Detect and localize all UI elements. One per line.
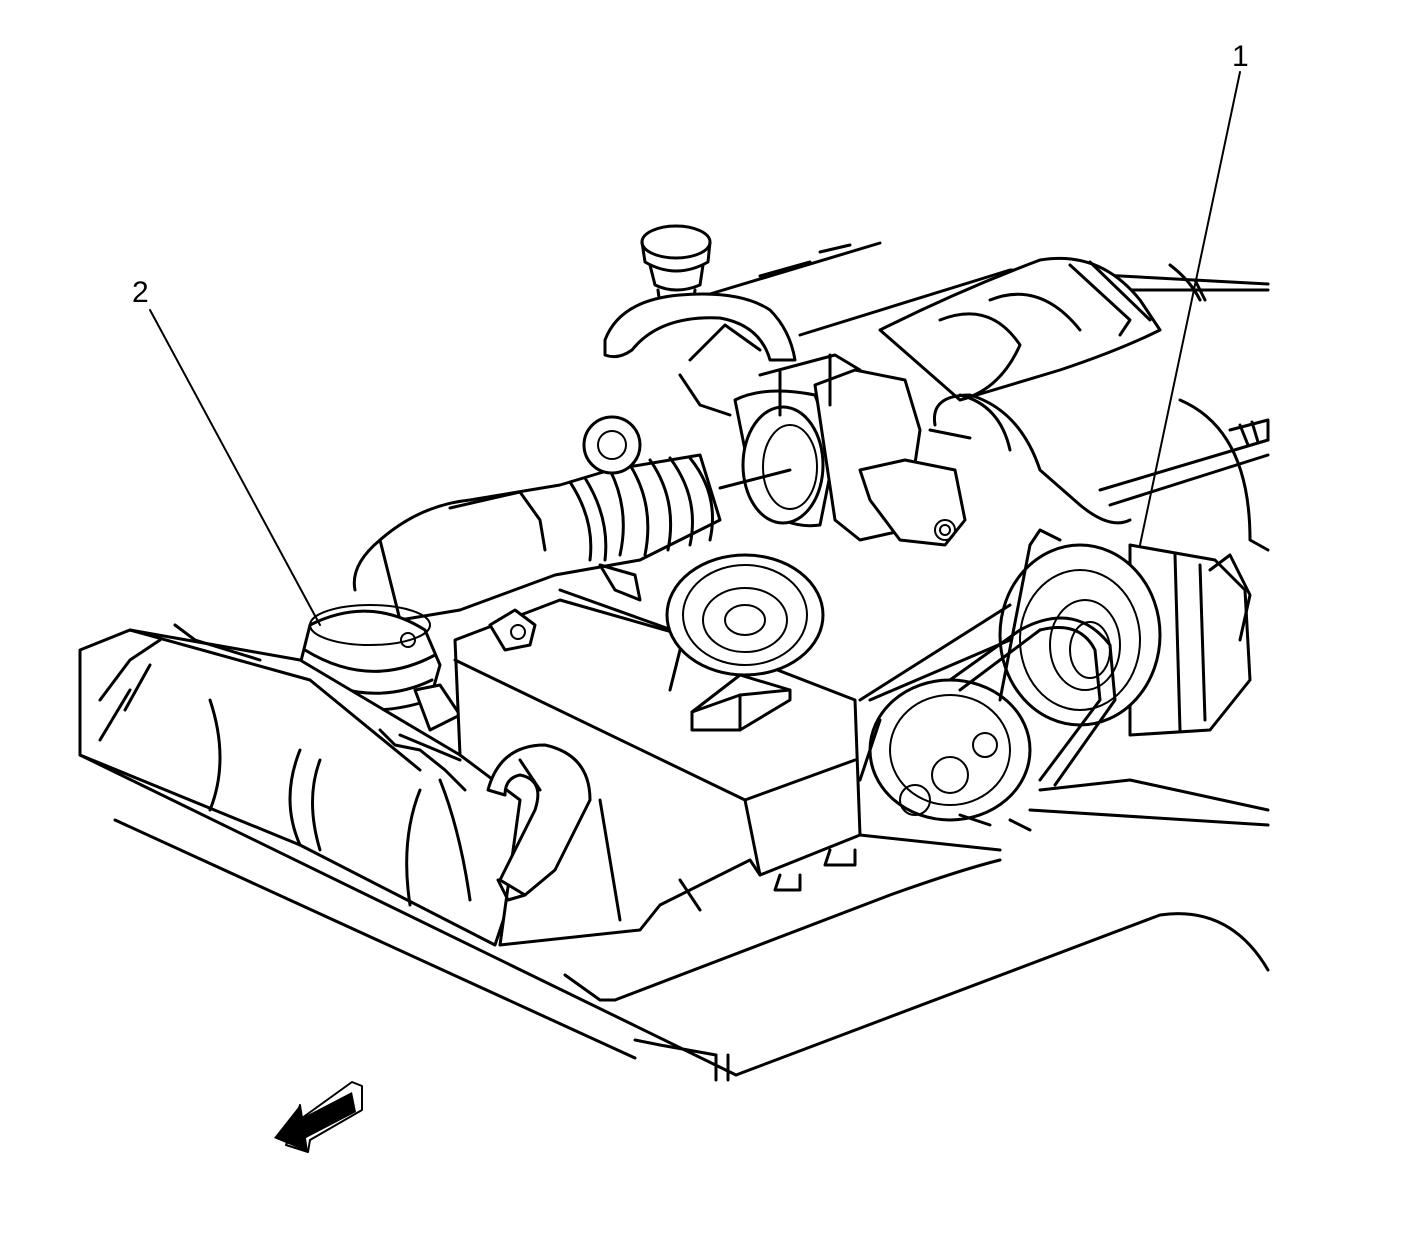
callout-2: 2 xyxy=(132,276,321,626)
radiator-support xyxy=(858,603,1270,852)
idler-pulley xyxy=(665,553,825,692)
leader-line-2 xyxy=(149,309,321,626)
filler-cap xyxy=(640,224,712,307)
callout-1: 1 xyxy=(1139,40,1249,546)
callout-label-1: 1 xyxy=(1232,40,1249,73)
leader-line-1 xyxy=(1139,71,1241,546)
valve-cover xyxy=(688,241,1270,552)
serpentine-belt xyxy=(948,543,1117,787)
front-direction-arrow-icon xyxy=(274,1081,363,1153)
pcv-hose xyxy=(486,743,592,902)
callout-label-2: 2 xyxy=(132,276,149,309)
crankshaft-pulley xyxy=(858,678,1032,822)
intake-duct xyxy=(352,415,792,642)
body-panel xyxy=(78,753,1270,1082)
crossover-hose xyxy=(603,292,1132,525)
throttle-body xyxy=(678,323,967,547)
ac-compressor xyxy=(998,528,1252,737)
intake-plenum xyxy=(878,256,1162,402)
